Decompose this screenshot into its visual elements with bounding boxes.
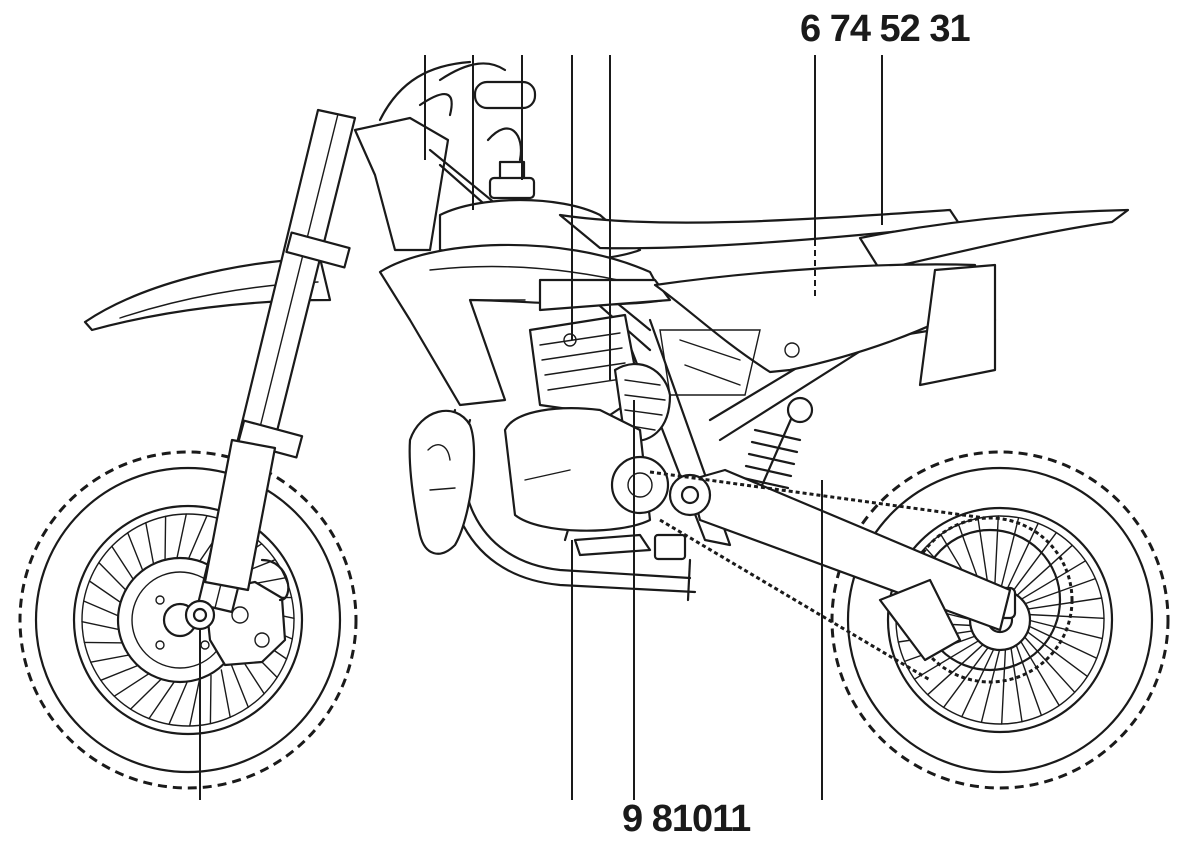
spoke <box>1014 544 1074 598</box>
engine <box>503 313 672 532</box>
spoke <box>187 515 208 561</box>
spoke <box>1014 642 1043 717</box>
swing-arm <box>668 468 1012 662</box>
bottom-callout-numbers: 9 81011 <box>622 798 751 840</box>
spoke <box>942 645 990 709</box>
spoke <box>927 642 986 696</box>
handlebar <box>378 60 537 162</box>
spoke <box>188 678 201 727</box>
bottom-leader-lines <box>199 400 823 800</box>
spoke <box>220 669 231 718</box>
spoke <box>1026 613 1105 619</box>
top-leader-lines <box>424 55 883 380</box>
spoke <box>1019 639 1060 707</box>
exhaust-pipe <box>408 409 476 555</box>
spoke <box>229 661 250 708</box>
spoke <box>164 515 167 566</box>
footpeg <box>573 533 692 602</box>
spoke <box>999 517 1020 593</box>
spoke <box>1022 634 1076 693</box>
rear-shock <box>741 396 814 492</box>
spoke <box>913 639 981 680</box>
rear-fender <box>858 208 1130 272</box>
drive-chain <box>649 470 986 682</box>
spoke <box>209 674 212 725</box>
front-wheel <box>18 450 358 790</box>
front-fender <box>83 256 332 332</box>
spoke <box>145 522 156 571</box>
front-fork <box>184 108 357 631</box>
spoke <box>1025 597 1103 610</box>
spoke <box>980 647 1001 723</box>
spoke <box>175 513 188 562</box>
spoke <box>1025 630 1089 678</box>
spoke <box>993 515 999 594</box>
spoke <box>1001 646 1007 725</box>
spoke <box>129 674 166 710</box>
spoke <box>1010 645 1023 723</box>
spoke <box>1004 522 1039 594</box>
spoke <box>1019 560 1087 601</box>
spoke <box>168 679 189 725</box>
top-callout-numbers: 6 74 52 31 <box>800 8 971 50</box>
spoke <box>148 678 178 720</box>
